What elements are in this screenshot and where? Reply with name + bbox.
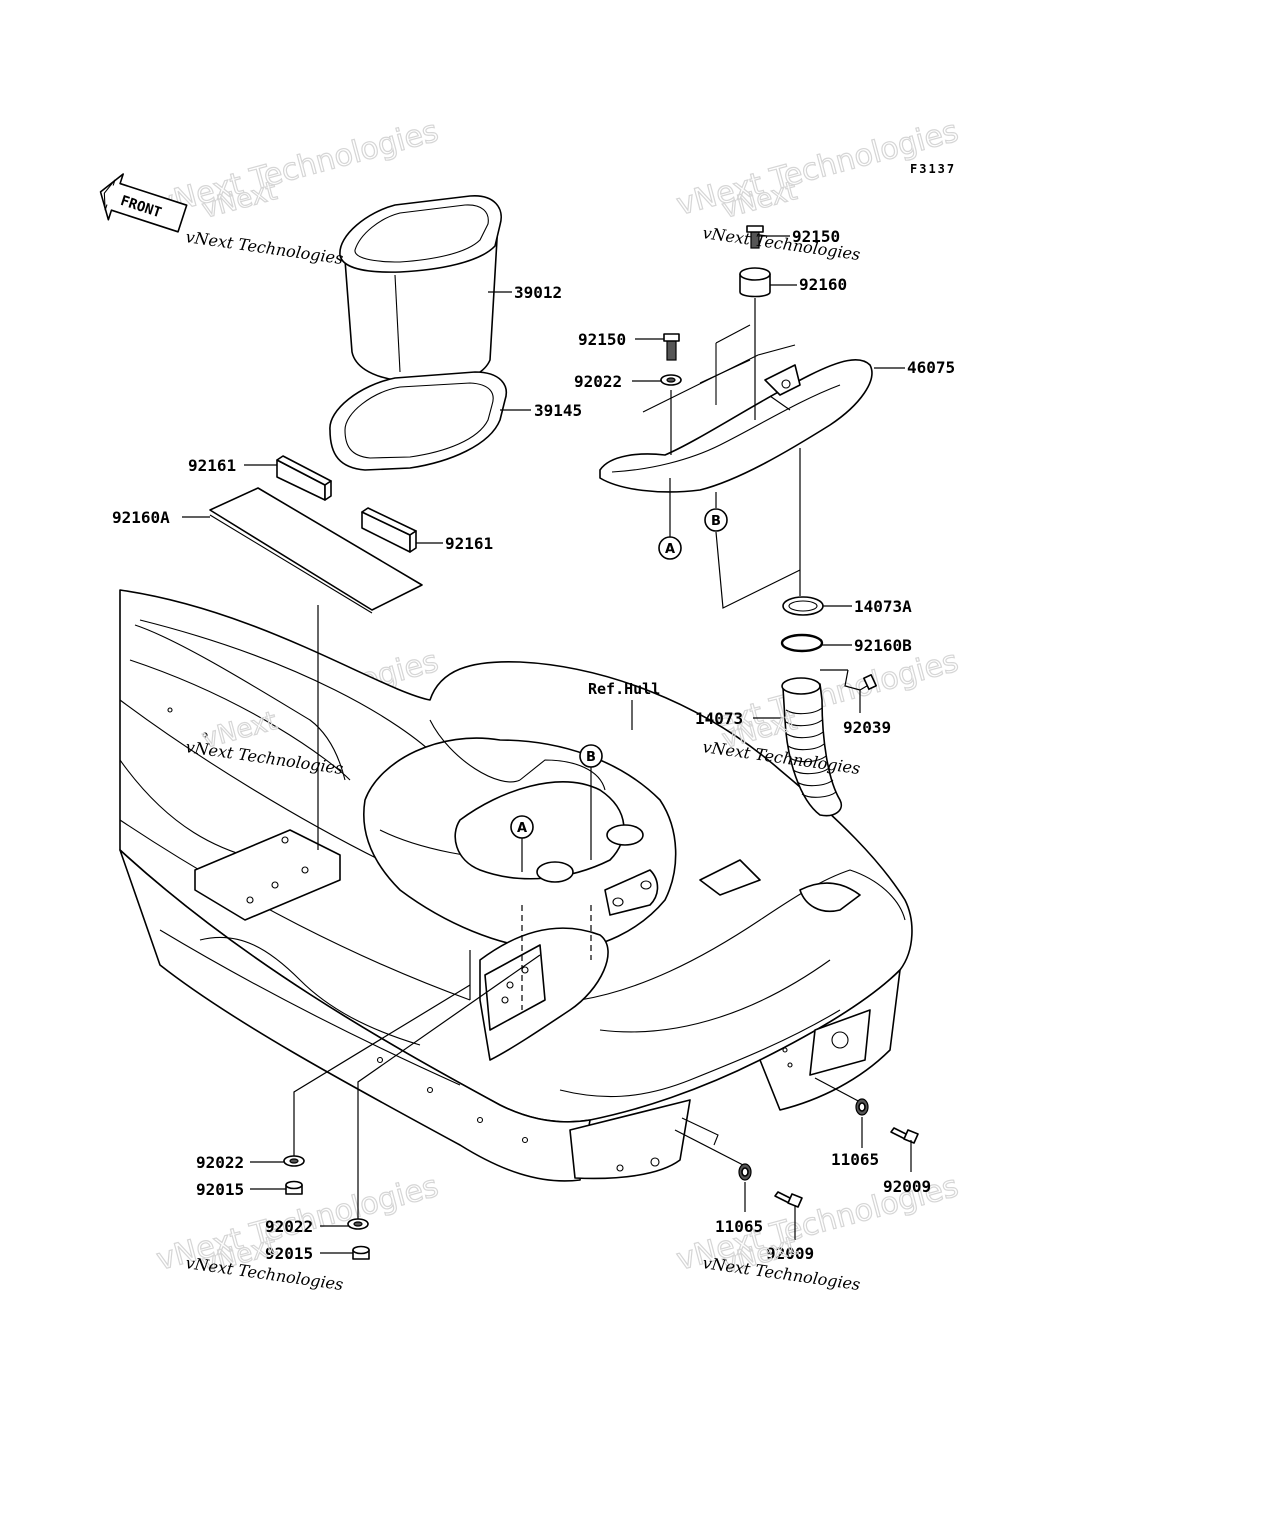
assembly-guide-line <box>293 984 471 1160</box>
callout-92039: 92039 <box>843 718 891 737</box>
part-14073A-ring <box>782 596 824 616</box>
callout-39012: 39012 <box>514 283 562 302</box>
callout-92150-top: 92150 <box>792 227 840 246</box>
callout-92160B: 92160B <box>854 636 912 655</box>
callout-92160: 92160 <box>799 275 847 294</box>
part-92015-nut-left <box>285 1180 303 1195</box>
callout-92022-right: 92022 <box>265 1217 313 1236</box>
callout-92161-upper: 92161 <box>188 456 236 475</box>
marker-B-label: B <box>586 750 596 765</box>
callout-39145: 39145 <box>534 401 582 420</box>
marker-A-hull: A <box>510 815 534 1010</box>
callout-92160A: 92160A <box>112 508 170 527</box>
callout-92009-right: 92009 <box>883 1177 931 1196</box>
ref-hull-label: Ref.Hull <box>588 680 660 698</box>
marker-B-hull: B <box>579 744 603 960</box>
marker-A-upper: A <box>658 536 682 560</box>
part-92160-spacer <box>739 267 771 420</box>
part-92161-pad-upper <box>276 455 332 501</box>
part-92039-screw <box>820 669 877 713</box>
part-92150-bolt-top <box>746 225 764 249</box>
part-39145-gasket <box>329 371 507 471</box>
front-arrow: FRONT <box>99 173 188 233</box>
figure-code: F3137 <box>910 162 956 176</box>
part-46075-grab-handle <box>599 359 873 493</box>
marker-A-label: A <box>517 821 527 836</box>
callout-92009-lower: 92009 <box>766 1244 814 1263</box>
callout-92015-left: 92015 <box>196 1180 244 1199</box>
callout-92015-right: 92015 <box>265 1244 313 1263</box>
part-92160B-oring <box>780 633 824 653</box>
part-92009-screw-right <box>890 1127 919 1172</box>
callout-11065-lower: 11065 <box>715 1217 763 1236</box>
marker-B-upper: B <box>704 508 728 532</box>
callout-92150-mid: 92150 <box>578 330 626 349</box>
assembly-guide-line <box>642 354 759 413</box>
part-14073-filler-hose <box>781 677 842 817</box>
part-92022-washer-left <box>283 1155 305 1167</box>
part-11065-grommet-right <box>814 1077 869 1148</box>
callout-11065-right: 11065 <box>831 1150 879 1169</box>
callout-14073: 14073 <box>695 709 743 728</box>
part-92015-nut-right <box>352 1245 370 1260</box>
part-92022-washer-mid <box>660 374 682 455</box>
callout-46075: 46075 <box>907 358 955 377</box>
part-92009-screw-lower <box>774 1191 803 1240</box>
part-92022-washer-right <box>347 1218 369 1230</box>
callout-92022-left: 92022 <box>196 1153 244 1172</box>
part-11065-grommet-lower <box>674 1117 752 1212</box>
part-39012-storage-bucket <box>339 195 502 383</box>
callout-92161-lower: 92161 <box>445 534 493 553</box>
marker-B-label: B <box>711 514 721 529</box>
callout-14073A: 14073A <box>854 597 912 616</box>
part-92161-pad-lower <box>361 507 417 553</box>
callout-labels: 39012 39145 92161 92160A 92161 92150 921… <box>112 227 955 1263</box>
callout-92022-mid: 92022 <box>574 372 622 391</box>
part-92150-bolt-mid <box>663 333 680 361</box>
marker-A-label: A <box>665 542 675 557</box>
part-92160A-sheet <box>209 487 423 850</box>
watermark-line: vNext Technologies <box>184 227 344 268</box>
